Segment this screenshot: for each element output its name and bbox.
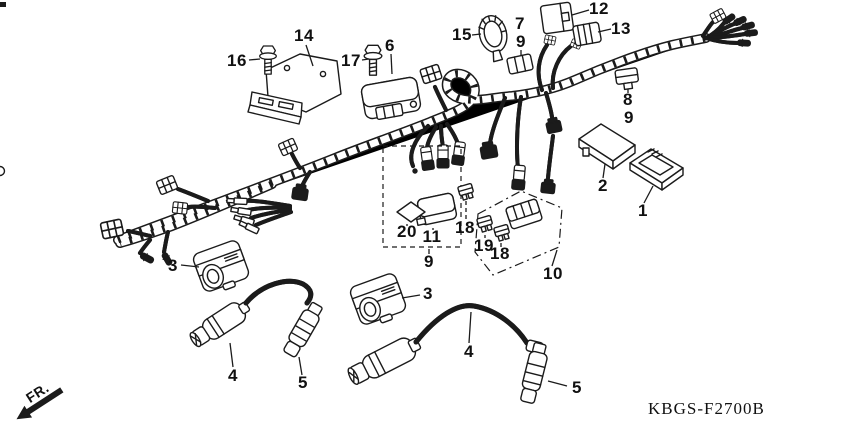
box-part2	[578, 123, 636, 170]
harness-middle-branch-connectors	[0, 63, 468, 177]
spark-plug-cap-part5-right	[520, 339, 548, 404]
cdi-unit-part6	[360, 76, 422, 121]
fr-direction-arrow: FR.	[16, 379, 64, 420]
fuse-part19	[475, 214, 495, 234]
fuse-part18-b	[492, 223, 512, 243]
coil-clamp-part3-right	[347, 271, 410, 331]
grommet-band-part15	[478, 15, 508, 63]
scan-artifact	[0, 2, 6, 7]
diamond-part20	[396, 201, 426, 223]
bracket-part14	[247, 53, 342, 125]
ignition-coil-part4-right	[347, 306, 530, 386]
fuse-holder	[505, 198, 543, 230]
tray-part1	[629, 148, 684, 191]
relay-part12	[539, 1, 575, 35]
ignition-coil-part4-left	[189, 281, 311, 348]
connector-part7-9	[506, 53, 534, 75]
harness-right-end-wires	[701, 7, 759, 48]
fuse-part18-a	[456, 182, 476, 202]
coil-clamp-part3-left	[190, 238, 253, 298]
diagram-code: KBGS-F2700B	[648, 399, 765, 418]
harness-upper-branch	[536, 34, 583, 92]
clip-part8	[614, 67, 639, 91]
harness-right-branch-connectors	[478, 91, 563, 195]
bolt-part17	[363, 44, 383, 76]
leader-lines	[180, 9, 654, 387]
detail-box-relay	[382, 145, 462, 248]
fuse-detail-box	[456, 182, 563, 276]
spark-plug-cap-part5-left	[283, 301, 323, 358]
harness-left-connectors	[99, 137, 312, 267]
cover-part13	[572, 21, 602, 47]
